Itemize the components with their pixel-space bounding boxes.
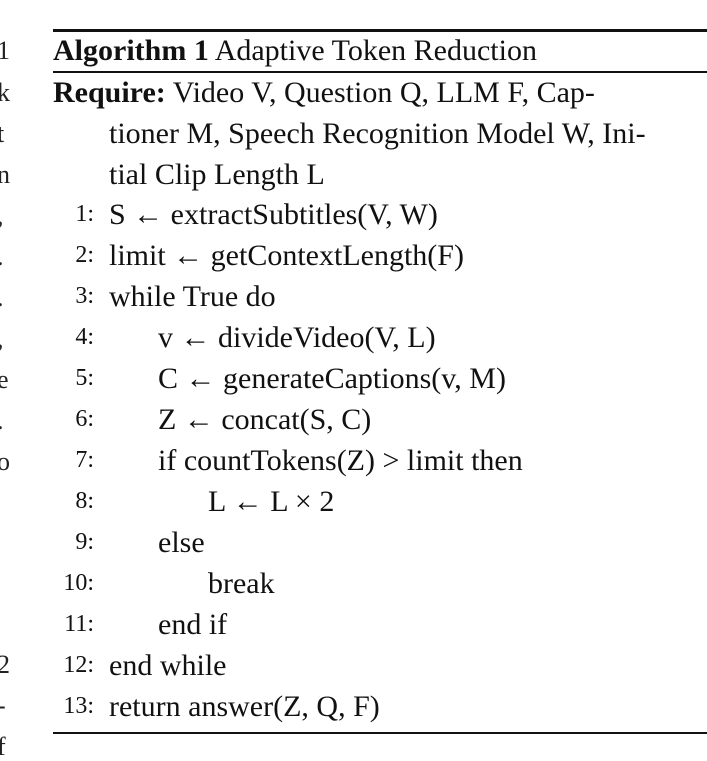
require-line-3: tial Clip Length L [109, 158, 325, 191]
require-keyword: Require: [53, 76, 166, 109]
margin-glyph: - [0, 693, 6, 719]
require-text-1: Video V, Question Q, LLM F, Cap- [172, 76, 595, 109]
line-number: 10: [63, 570, 94, 596]
line-number: 5: [75, 365, 94, 391]
line-code: v ← divideVideo(V, L) [158, 321, 436, 354]
margin-glyph: n [0, 160, 10, 189]
margin-glyph: . [0, 244, 4, 270]
require-line-2: tioner M, Speech Recognition Model W, In… [109, 117, 646, 150]
margin-glyph: 2 [0, 650, 10, 679]
line-code: if countTokens(Z) > limit then [158, 444, 523, 477]
algorithm-title: Adaptive Token Reduction [214, 34, 537, 67]
line-code: end if [158, 608, 228, 641]
line-number: 4: [75, 324, 94, 350]
line-code: C ← generateCaptions(v, M) [158, 362, 506, 395]
line-number: 1: [75, 201, 94, 227]
margin-glyph: e [0, 365, 9, 394]
algorithm-label: Algorithm 1 [53, 34, 209, 67]
require-block: Require: Video V, Question Q, LLM F, Cap… [53, 72, 707, 195]
line-number: 13: [63, 693, 94, 719]
line-number: 9: [75, 529, 94, 555]
bottom-rule [53, 732, 707, 734]
line-number: 6: [75, 406, 94, 432]
margin-glyph: . [0, 408, 4, 434]
algorithm-caption: Algorithm 1 Adaptive Token Reduction [53, 32, 537, 70]
margin-glyph: k [0, 78, 10, 107]
line-number: 2: [75, 242, 94, 268]
line-code: else [158, 526, 205, 559]
line-code: S ← extractSubtitles(V, W) [109, 198, 438, 231]
line-code: while True do [109, 280, 276, 313]
margin-glyph: , [0, 203, 4, 229]
line-number: 7: [75, 447, 94, 473]
line-code: return answer(Z, Q, F) [109, 690, 380, 723]
line-code: Z ← concat(S, C) [158, 403, 372, 436]
top-rule [53, 29, 707, 32]
margin-glyph: o [0, 447, 10, 476]
line-number: 11: [64, 611, 94, 637]
caption-rule [53, 71, 707, 73]
margin-glyph: f [0, 732, 6, 761]
margin-glyph: , [0, 326, 4, 352]
line-code: L ← L × 2 [208, 485, 335, 518]
margin-glyph: t [0, 119, 5, 148]
margin-glyph: . [0, 285, 4, 311]
line-code: limit ← getContextLength(F) [109, 239, 464, 272]
line-number: 3: [75, 283, 94, 309]
line-code: break [208, 567, 275, 600]
line-code: end while [109, 649, 227, 682]
line-number: 8: [75, 488, 94, 514]
line-number: 12: [63, 652, 94, 678]
require-line-1: Require: Video V, Question Q, LLM F, Cap… [53, 72, 707, 113]
margin-glyph: 1 [0, 36, 10, 65]
